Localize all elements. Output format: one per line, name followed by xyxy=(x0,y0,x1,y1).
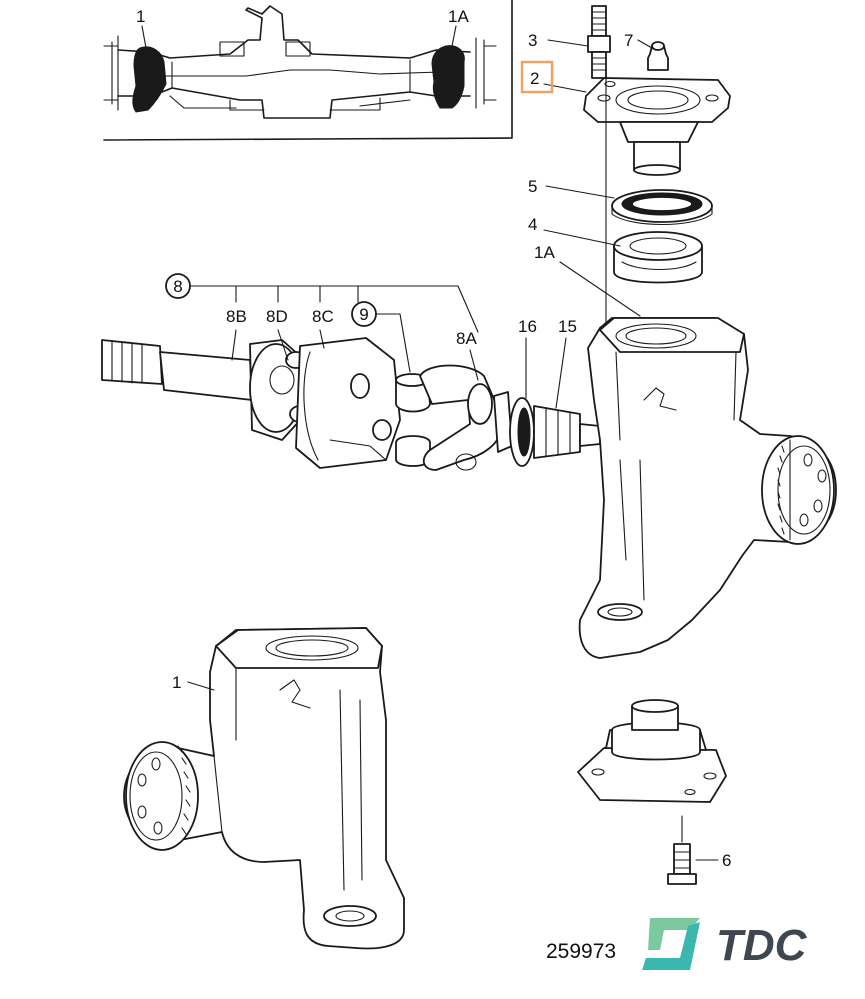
part-2-upper-cap: 2 xyxy=(520,60,731,176)
part-5-seal: 5 xyxy=(528,177,713,225)
label-1-inset: 1 xyxy=(136,7,145,26)
label-1: 1 xyxy=(172,673,181,692)
part-4-bearing: 4 xyxy=(528,215,703,284)
brand-name: TDC xyxy=(716,921,808,970)
part-1-knuckle: 1 xyxy=(123,627,405,950)
label-4: 4 xyxy=(528,215,537,234)
label-15: 15 xyxy=(558,317,577,336)
label-6: 6 xyxy=(722,851,731,870)
reference-number: 259973 xyxy=(546,940,616,963)
label-8c: 8C xyxy=(312,307,334,326)
tdc-logo-icon xyxy=(642,918,700,970)
axle-overview-inset: 1 1A xyxy=(103,0,513,141)
part-1a-knuckle: 1A xyxy=(534,243,837,659)
inset-knuckle-left xyxy=(132,46,167,113)
highlight-box xyxy=(520,60,554,94)
inset-knuckle-right xyxy=(431,45,465,109)
label-2: 2 xyxy=(530,69,539,88)
label-8b: 8B xyxy=(226,307,247,326)
label-9: 9 xyxy=(359,305,368,324)
label-8a: 8A xyxy=(456,329,477,348)
lower-cap xyxy=(577,699,727,803)
label-8: 8 xyxy=(173,277,182,296)
part-6-bolt: 6 xyxy=(667,815,731,885)
part-7-grease-nipple: 7 xyxy=(624,31,669,71)
label-16: 16 xyxy=(518,317,537,336)
label-5: 5 xyxy=(528,177,537,196)
label-3: 3 xyxy=(528,31,537,50)
label-7: 7 xyxy=(624,31,633,50)
label-1a-inset: 1A xyxy=(448,7,469,26)
label-1a: 1A xyxy=(534,243,555,262)
drive-shaft-assembly: 8 9 8B 8D 8C 8A 16 15 xyxy=(101,273,601,471)
label-8d: 8D xyxy=(266,307,288,326)
part-3-stud: 3 xyxy=(528,5,611,79)
